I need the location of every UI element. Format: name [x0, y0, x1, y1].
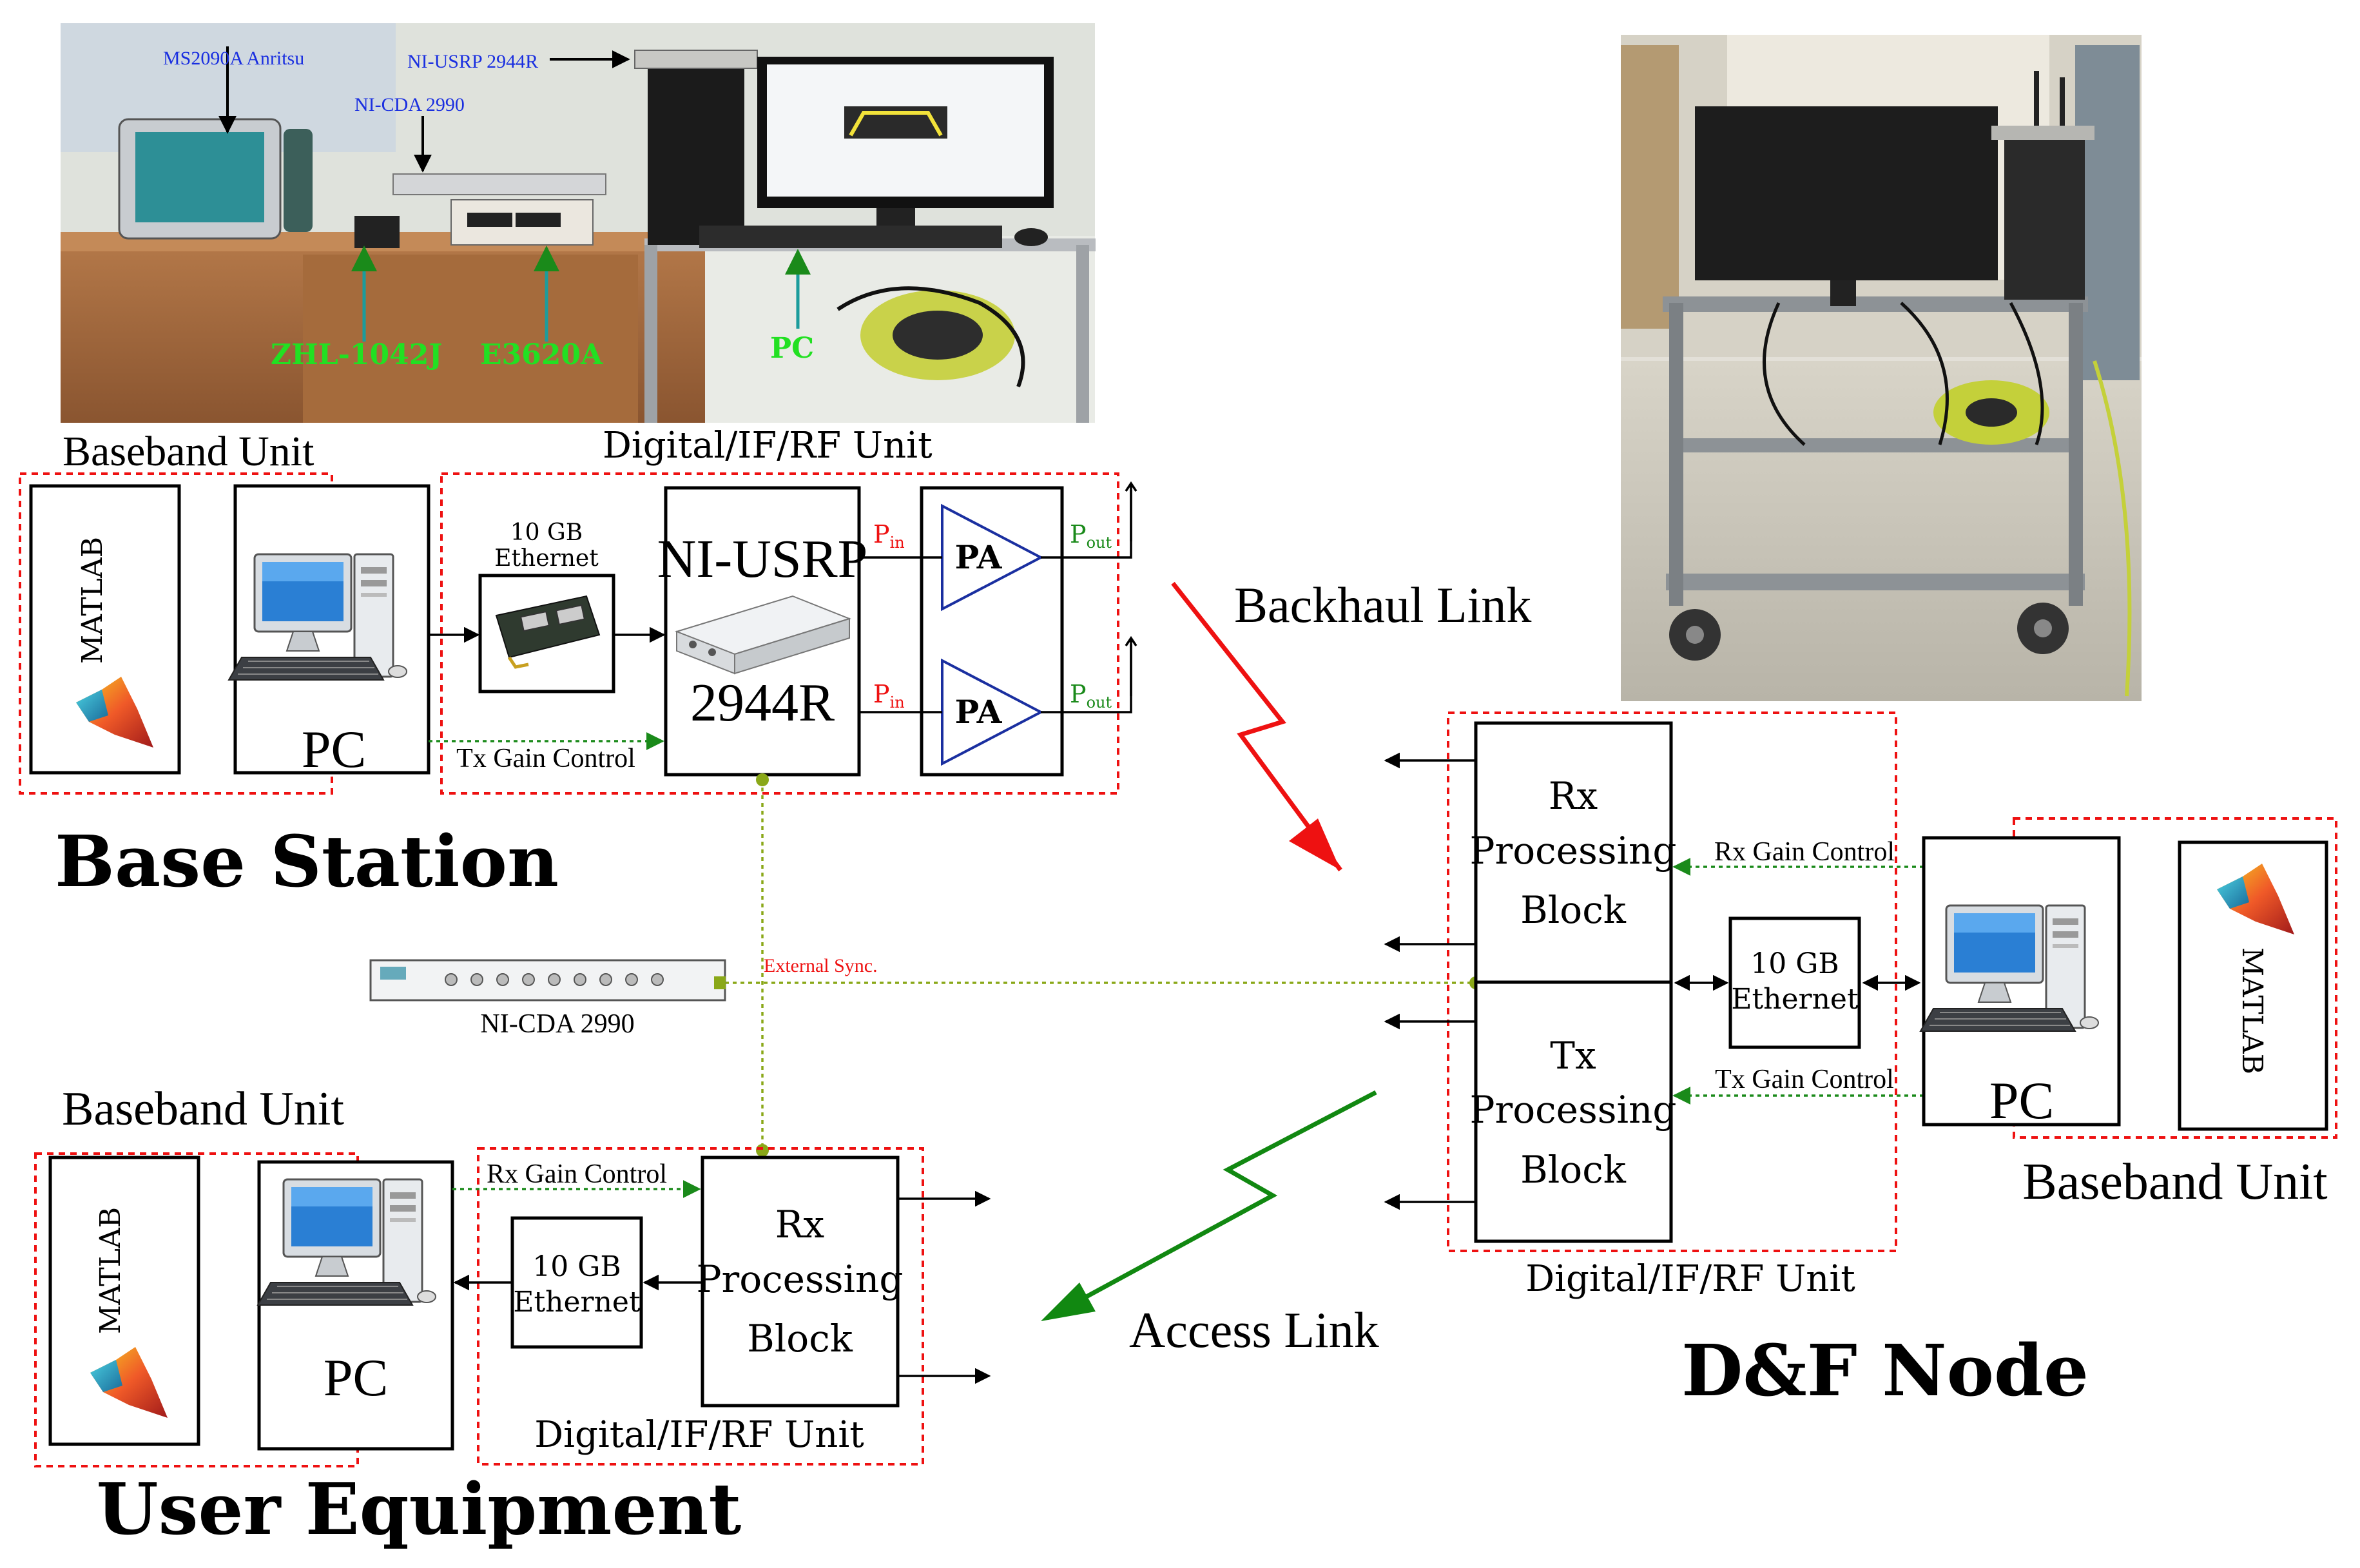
- photo-label-e3620a: E3620A: [480, 338, 603, 371]
- ue-eth-line1: 10 GB: [532, 1250, 621, 1283]
- df-rx-l2: Processing: [1469, 829, 1676, 873]
- df-eth-box: [1728, 916, 1861, 1049]
- photo-label-zhl: ZHL-1042J: [271, 338, 442, 371]
- bs-matlab-text: MATLAB: [76, 537, 109, 664]
- ue-rf-frame: [477, 1147, 924, 1466]
- backhaul-link-label: Backhaul Link: [1234, 577, 1531, 633]
- lab-photo: [61, 23, 1096, 423]
- bs-baseband-label: Baseband Unit: [63, 428, 314, 475]
- bs-pa1-label: PA: [955, 538, 1003, 576]
- df-rf-label: Digital/IF/RF Unit: [1525, 1258, 1855, 1300]
- bs-usrp-top: NI-USRP: [657, 529, 868, 589]
- access-link-bolt: [1046, 1090, 1377, 1321]
- df-eth-line1: 10 GB: [1750, 947, 1839, 980]
- cda-device-icon: [369, 959, 726, 1002]
- df-tx-l3: Block: [1520, 1148, 1627, 1192]
- df-tx-l2: Processing: [1469, 1088, 1676, 1132]
- bs-tx-gain-label: Tx Gain Control: [456, 744, 635, 773]
- df-tx-box: [1474, 980, 1673, 1243]
- bs-eth-line1: 10 GB: [510, 519, 583, 546]
- cda-device-label: NI-CDA 2990: [480, 1009, 634, 1039]
- ue-rx-l2: Processing: [696, 1257, 903, 1301]
- df-baseband-frame: [2013, 817, 2337, 1139]
- ue-rf-label: Digital/IF/RF Unit: [534, 1414, 864, 1456]
- ue-rx-l1: Rx: [775, 1203, 824, 1246]
- ue-title: User Equipment: [97, 1467, 742, 1551]
- photo-label-pc: PC: [770, 332, 814, 365]
- df-node-photo: [1621, 35, 2142, 701]
- df-title: D&F Node: [1681, 1329, 2089, 1412]
- bs-pout2-label: Pout: [1070, 680, 1112, 711]
- ue-rx-gain-label: Rx Gain Control: [487, 1159, 667, 1189]
- photo-label-usrp: NI-USRP 2944R: [407, 51, 538, 72]
- backhaul-link-bolt: [1171, 581, 1342, 872]
- df-baseband-label: Baseband Unit: [2022, 1154, 2327, 1210]
- bs-eth-line2: Ethernet: [494, 545, 599, 572]
- bs-rf-label: Digital/IF/RF Unit: [603, 425, 933, 467]
- df-pc-label: PC: [1989, 1071, 2054, 1130]
- ue-matlab-text: MATLAB: [94, 1207, 127, 1334]
- bs-pc-label: PC: [302, 720, 366, 779]
- bs-title: Base Station: [55, 820, 559, 903]
- photo-label-ms2090a: MS2090A Anritsu: [163, 48, 304, 69]
- df-pc-icon: [1919, 904, 2100, 1032]
- sync-node-bottom: [756, 1144, 769, 1157]
- backhaul-link-arrowhead: [1289, 818, 1340, 870]
- df-matlab-text: MATLAB: [2236, 947, 2268, 1074]
- df-tx-gain-label: Tx Gain Control: [1715, 1065, 1894, 1094]
- sync-label: External Sync.: [764, 955, 878, 976]
- bs-pc-icon: [227, 553, 408, 681]
- bs-pa2-label: PA: [955, 693, 1003, 731]
- sync-node-top: [756, 773, 769, 786]
- bs-pin1-label: Pin: [873, 520, 905, 552]
- df-tx-l1: Tx: [1550, 1034, 1596, 1078]
- ue-rx-box: [701, 1156, 900, 1408]
- bs-antenna2-icon: [1125, 637, 1137, 697]
- ue-rx-l3: Block: [747, 1317, 853, 1360]
- bs-usrp-bottom: 2944R: [690, 673, 835, 733]
- bs-pin2-label: Pin: [873, 680, 905, 711]
- df-rx-l1: Rx: [1549, 774, 1598, 818]
- ue-pc-icon: [256, 1178, 437, 1306]
- df-rx-gain-label: Rx Gain Control: [1714, 837, 1895, 867]
- ue-pc-label: PC: [324, 1348, 388, 1407]
- df-rf-frame: [1447, 711, 1897, 1252]
- ue-baseband-label: Baseband Unit: [62, 1083, 344, 1136]
- ue-eth-line2: Ethernet: [513, 1286, 641, 1319]
- access-link-label: Access Link: [1129, 1302, 1379, 1358]
- df-rx-l3: Block: [1520, 888, 1627, 932]
- df-eth-line2: Ethernet: [1731, 983, 1859, 1016]
- photo-label-cda: NI-CDA 2990: [354, 94, 465, 115]
- access-link-arrowhead: [1041, 1282, 1096, 1321]
- bs-antenna1-icon: [1125, 482, 1137, 543]
- usrp-device-icon: [674, 595, 852, 675]
- bs-rf-frame: [440, 472, 1119, 795]
- bs-pout1-label: Pout: [1070, 520, 1112, 552]
- bs-baseband-frame: [19, 472, 333, 795]
